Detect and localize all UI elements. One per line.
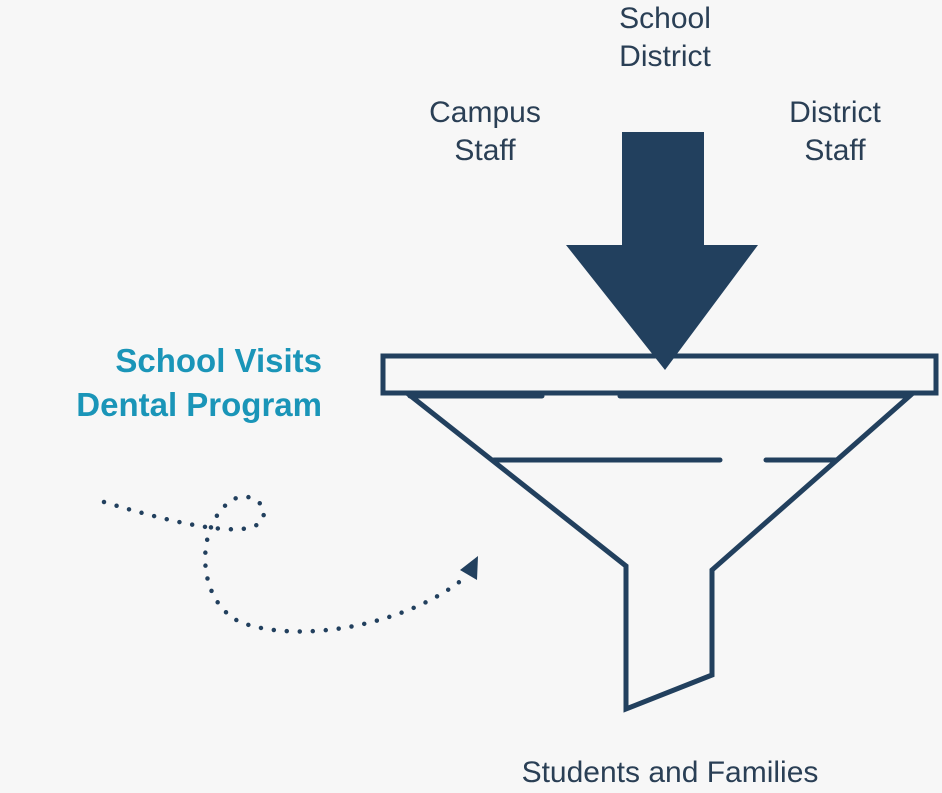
dotted-arrow-head [460, 556, 478, 580]
down-arrow [566, 132, 758, 370]
district-staff-line-1: District [789, 96, 881, 129]
campus-staff-line-1: Campus [429, 96, 541, 129]
school-district-line-1: School [619, 2, 711, 35]
students-families-label: Students and Families [521, 756, 819, 789]
school-district-label: School District [565, 0, 765, 76]
district-staff-line-2: Staff [804, 134, 866, 167]
campus-staff-line-2: Staff [454, 134, 516, 167]
program-title-line-2: Dental Program [76, 386, 322, 423]
campus-staff-label: Campus Staff [385, 94, 585, 170]
dotted-arrow [101, 494, 478, 634]
program-title-line-1: School Visits [115, 342, 322, 379]
district-staff-label: District Staff [735, 94, 935, 170]
school-district-line-2: District [619, 40, 711, 73]
funnel-liquid-lines [407, 393, 911, 463]
program-title: School Visits Dental Program [76, 339, 322, 427]
dotted-arrow-path [101, 494, 471, 634]
funnel-body [405, 391, 915, 713]
funnel [380, 353, 939, 713]
